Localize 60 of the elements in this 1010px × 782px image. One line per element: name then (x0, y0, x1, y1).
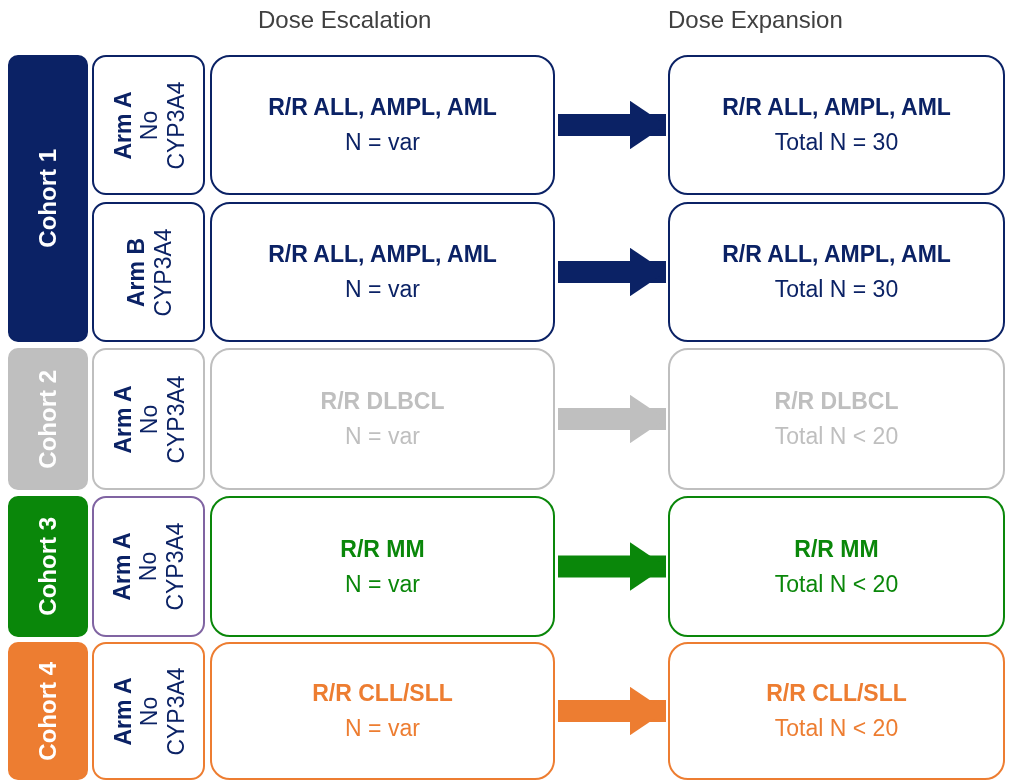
patient-count: N = var (345, 570, 420, 598)
patient-count: N = var (345, 129, 420, 156)
expansion-box (668, 202, 1005, 342)
cyp3a4-status: No CYP3A4 (135, 521, 189, 612)
disease-name: R/R CLL/SLL (766, 680, 907, 707)
escalation-box (210, 642, 555, 780)
escalation-box (210, 55, 555, 195)
cohort-label: Cohort 2 (34, 369, 62, 469)
patient-count: N = var (345, 276, 420, 303)
patient-count: Total N < 20 (774, 423, 899, 450)
cohort-label: Cohort 1 (34, 149, 62, 248)
arm-box (92, 348, 205, 490)
disease-name: R/R ALL, AMPL, AML (722, 241, 951, 268)
disease-name: R/R MM (794, 535, 879, 563)
column-heading: Dose Expansion (668, 6, 843, 34)
column-heading: Dose Escalation (258, 6, 432, 34)
disease-name: R/R DLBCL (774, 388, 899, 415)
escalation-box (210, 202, 555, 342)
arm-label: Arm A (108, 384, 136, 454)
disease-name: R/R CLL/SLL (312, 680, 453, 707)
cyp3a4-status: CYP3A4 (148, 227, 175, 317)
cohort-label: Cohort 4 (34, 661, 62, 761)
patient-count: Total N = 30 (774, 129, 899, 156)
expansion-box (668, 642, 1005, 780)
escalation-box (210, 348, 555, 490)
arm-label: Arm A (108, 532, 136, 601)
cohort-band (8, 496, 88, 637)
patient-count: N = var (345, 715, 420, 742)
patient-count: Total N < 20 (774, 570, 899, 598)
arrow (558, 394, 666, 444)
escalation-box (210, 496, 555, 637)
arrow (558, 686, 666, 736)
disease-name: R/R DLBCL (320, 388, 445, 415)
arm-box (92, 55, 205, 195)
disease-name: R/R ALL, AMPL, AML (268, 94, 497, 121)
arm-box (92, 496, 205, 637)
disease-name: R/R ALL, AMPL, AML (268, 241, 497, 268)
cohort-label: Cohort 3 (34, 517, 62, 616)
cyp3a4-status: No CYP3A4 (135, 374, 189, 464)
arrow (558, 542, 666, 591)
expansion-box (668, 55, 1005, 195)
disease-name: R/R ALL, AMPL, AML (722, 94, 951, 121)
arrow (558, 247, 666, 297)
cyp3a4-status: No CYP3A4 (135, 666, 189, 756)
disease-name: R/R MM (340, 535, 425, 563)
arm-label: Arm A (108, 90, 136, 160)
cyp3a4-status: No CYP3A4 (135, 80, 189, 170)
cohort-band (8, 55, 88, 342)
arm-box (92, 202, 205, 342)
cohort-band (8, 348, 88, 490)
cohort-band (8, 642, 88, 780)
expansion-box (668, 348, 1005, 490)
arm-label: Arm B (122, 237, 149, 307)
patient-count: Total N = 30 (774, 276, 899, 303)
arm-label: Arm A (108, 676, 136, 746)
expansion-box (668, 496, 1005, 637)
arrow (558, 100, 666, 150)
patient-count: N = var (345, 423, 420, 450)
patient-count: Total N < 20 (774, 715, 899, 742)
arm-box (92, 642, 205, 780)
